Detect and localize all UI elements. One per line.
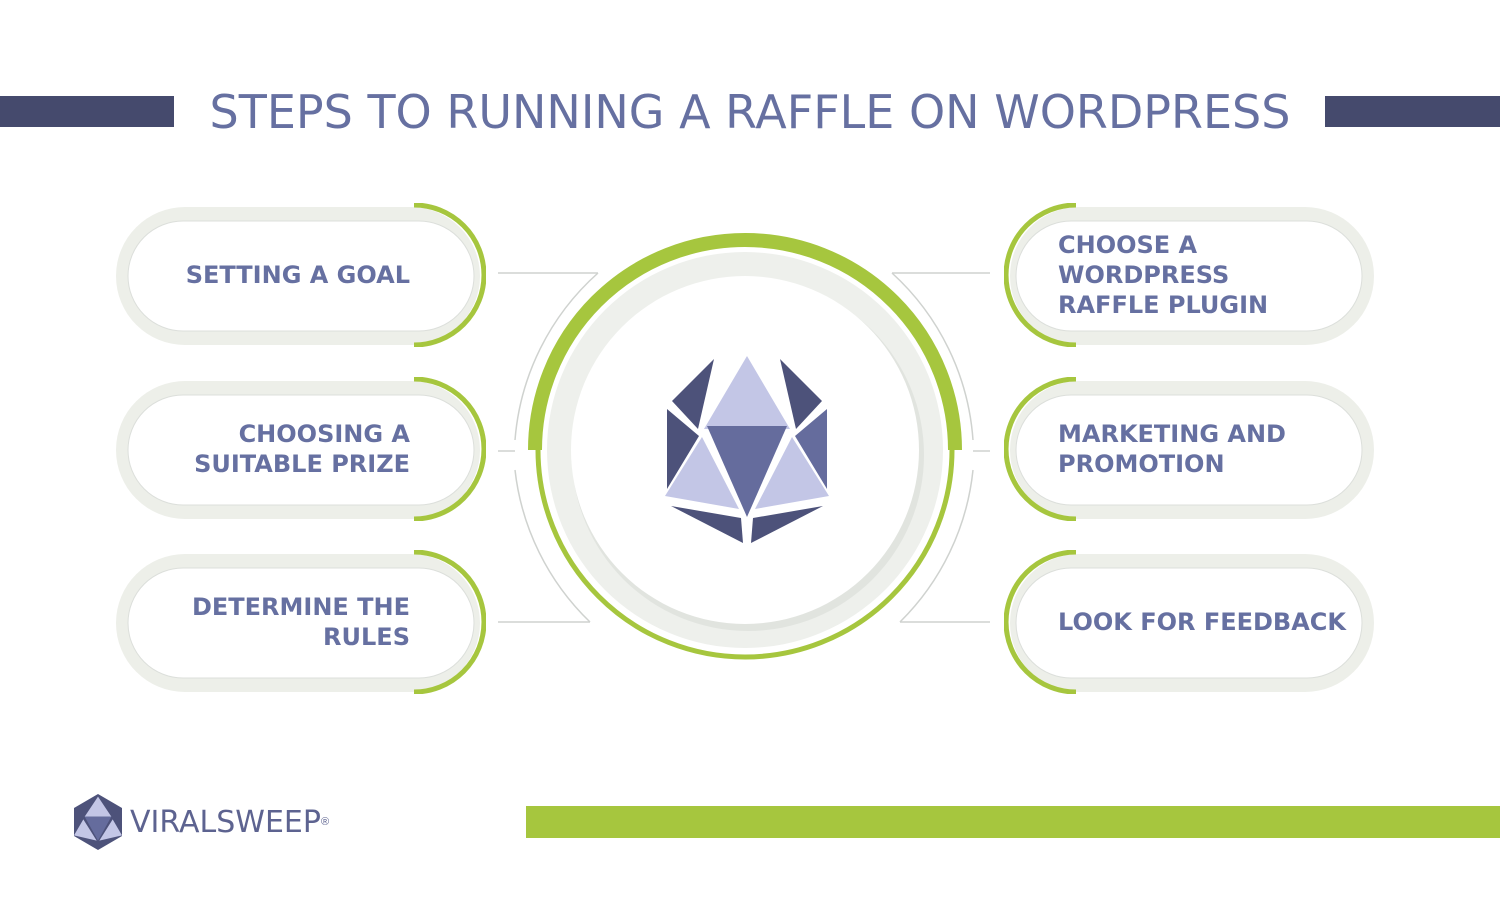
page-title: STEPS TO RUNNING A RAFFLE ON WORDPRESS: [209, 85, 1291, 139]
brand-registered-mark: ®: [320, 816, 330, 828]
step-label: MARKETING AND PROMOTION: [1058, 420, 1286, 478]
step-label: CHOOSING A SUITABLE PRIZE: [194, 420, 410, 478]
pill-shape-left: [116, 550, 486, 694]
step-pill-marketing: MARKETING AND PROMOTION: [1004, 377, 1376, 521]
step-label: SETTING A GOAL: [185, 261, 410, 289]
brand-name: VIRALSWEEP: [130, 804, 321, 840]
connector-lines: [498, 272, 990, 623]
pill-shape-right: [1004, 203, 1374, 347]
d20-die-logo-icon: [74, 794, 122, 850]
bottom-accent-bar: [526, 806, 1500, 838]
pill-shape-right: [1004, 377, 1374, 521]
step-pill-setting-goal: SETTING A GOAL: [114, 203, 486, 347]
step-pill-determine-rules: DETERMINE THE RULES: [114, 550, 486, 694]
step-pill-feedback: LOOK FOR FEEDBACK: [1004, 550, 1376, 694]
brand-logo: VIRALSWEEP ®: [70, 792, 329, 852]
step-pill-choose-plugin: CHOOSE A WORDPRESS RAFFLE PLUGIN: [1004, 203, 1376, 347]
title-bar-left: [0, 96, 174, 127]
step-label: CHOOSE A WORDPRESS RAFFLE PLUGIN: [1058, 231, 1269, 319]
step-label: DETERMINE THE RULES: [191, 593, 410, 651]
top-arc: [528, 233, 962, 451]
step-label: LOOK FOR FEEDBACK: [1058, 608, 1347, 636]
title-bar-right: [1325, 96, 1500, 127]
pill-shape-right: [1004, 550, 1374, 694]
d20-die-icon: [665, 356, 829, 543]
pill-shape-left: [116, 377, 486, 521]
pill-shape-left: [116, 203, 486, 347]
step-pill-choosing-prize: CHOOSING A SUITABLE PRIZE: [114, 377, 486, 521]
